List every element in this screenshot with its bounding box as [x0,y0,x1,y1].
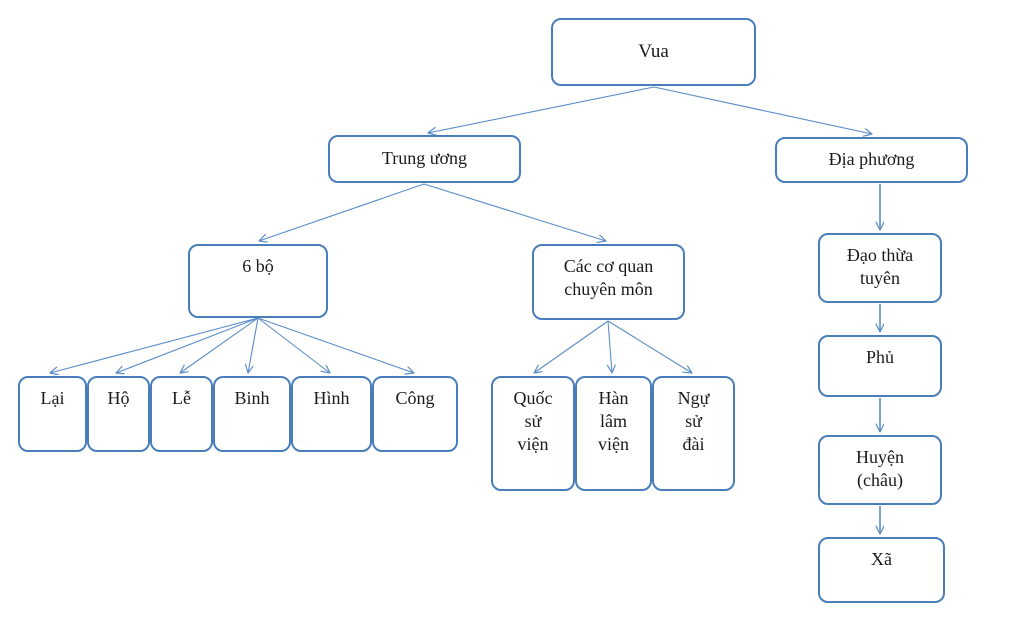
connector-cacCoQuan-to-hanlamvien [608,320,612,373]
node-daothua[interactable]: Đạo thừa tuyên [818,233,942,303]
node-label-hinh: Hình [313,388,350,408]
node-label-sauBo: 6 bộ [242,256,274,276]
node-huyen[interactable]: Huyện (châu) [818,435,942,505]
connector-sauBo-to-hinh [257,317,330,373]
node-ngusudai[interactable]: Ngự sử đài [652,376,735,491]
node-label-daothua: Đạo thừa tuyên [846,245,914,289]
node-label-ngusudai: Ngự sử đài [677,388,710,455]
node-xa[interactable]: Xã [818,537,945,603]
node-label-ho: Hộ [107,388,130,408]
node-phu[interactable]: Phủ [818,335,942,397]
node-quocsuvien[interactable]: Quốc sử viện [491,376,575,491]
node-label-quocsuvien: Quốc sử viện [513,388,553,455]
node-sauBo[interactable]: 6 bộ [188,244,328,318]
connector-vua-to-diaphuong [653,86,872,134]
connector-trunguong-to-sauBo [259,183,425,241]
node-label-lai: Lại [40,388,65,408]
node-label-hanlamvien: Hàn lâm viện [598,388,629,455]
connector-cacCoQuan-to-ngusudai [607,320,692,373]
node-ho[interactable]: Hộ [87,376,150,452]
connector-cacCoQuan-to-quocsuvien [534,320,609,373]
node-label-huyen: Huyện (châu) [856,447,904,491]
node-lai[interactable]: Lại [18,376,87,452]
node-label-cacCoQuan: Các cơ quan chuyên môn [563,256,654,300]
node-binh[interactable]: Binh [213,376,291,452]
connector-sauBo-to-ho [116,317,259,373]
node-label-le: Lễ [172,388,191,408]
node-label-binh: Binh [234,388,270,408]
connector-sauBo-to-le [180,317,259,373]
node-hinh[interactable]: Hình [291,376,372,452]
node-label-vua: Vua [638,40,669,62]
node-label-phu: Phủ [865,347,894,367]
node-cong[interactable]: Công [372,376,458,452]
connector-sauBo-to-lai [50,317,259,373]
node-diaphuong[interactable]: Địa phương [775,137,968,183]
node-label-cong: Công [395,388,435,408]
node-vua[interactable]: Vua [551,18,756,86]
connector-trunguong-to-cacCoQuan [423,183,606,241]
connector-vua-to-trunguong [428,86,655,133]
node-trunguong[interactable]: Trung ương [328,135,521,183]
connector-sauBo-to-cong [257,317,414,373]
node-cacCoQuan[interactable]: Các cơ quan chuyên môn [532,244,685,320]
node-label-trunguong: Trung ương [381,148,468,169]
node-le[interactable]: Lễ [150,376,213,452]
connector-sauBo-to-binh [248,317,259,373]
node-label-diaphuong: Địa phương [828,149,915,170]
node-label-xa: Xã [871,549,892,569]
node-hanlamvien[interactable]: Hàn lâm viện [575,376,652,491]
